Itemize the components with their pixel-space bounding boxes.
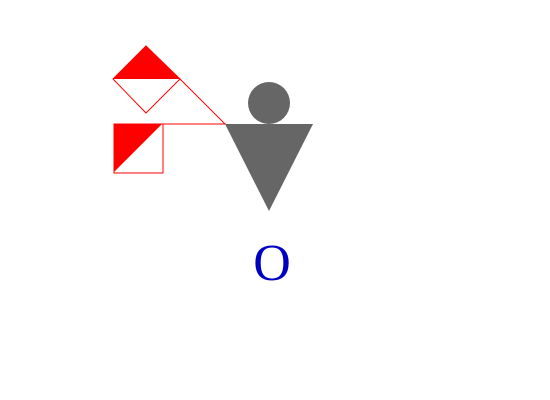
flag-diamond-fill bbox=[113, 46, 180, 79]
figure-body bbox=[225, 124, 313, 211]
semaphore-letter: O bbox=[253, 235, 291, 292]
semaphore-flag-square-icon bbox=[113, 123, 164, 174]
arm-line-upper bbox=[179, 78, 226, 125]
flag-square-outline bbox=[113, 123, 164, 174]
figure-head bbox=[248, 82, 290, 124]
flag-square-fill bbox=[114, 124, 162, 172]
flag-diamond-outline bbox=[112, 45, 181, 114]
semaphore-flag-diamond-icon bbox=[112, 45, 181, 114]
signaller-figure-icon bbox=[225, 82, 313, 211]
